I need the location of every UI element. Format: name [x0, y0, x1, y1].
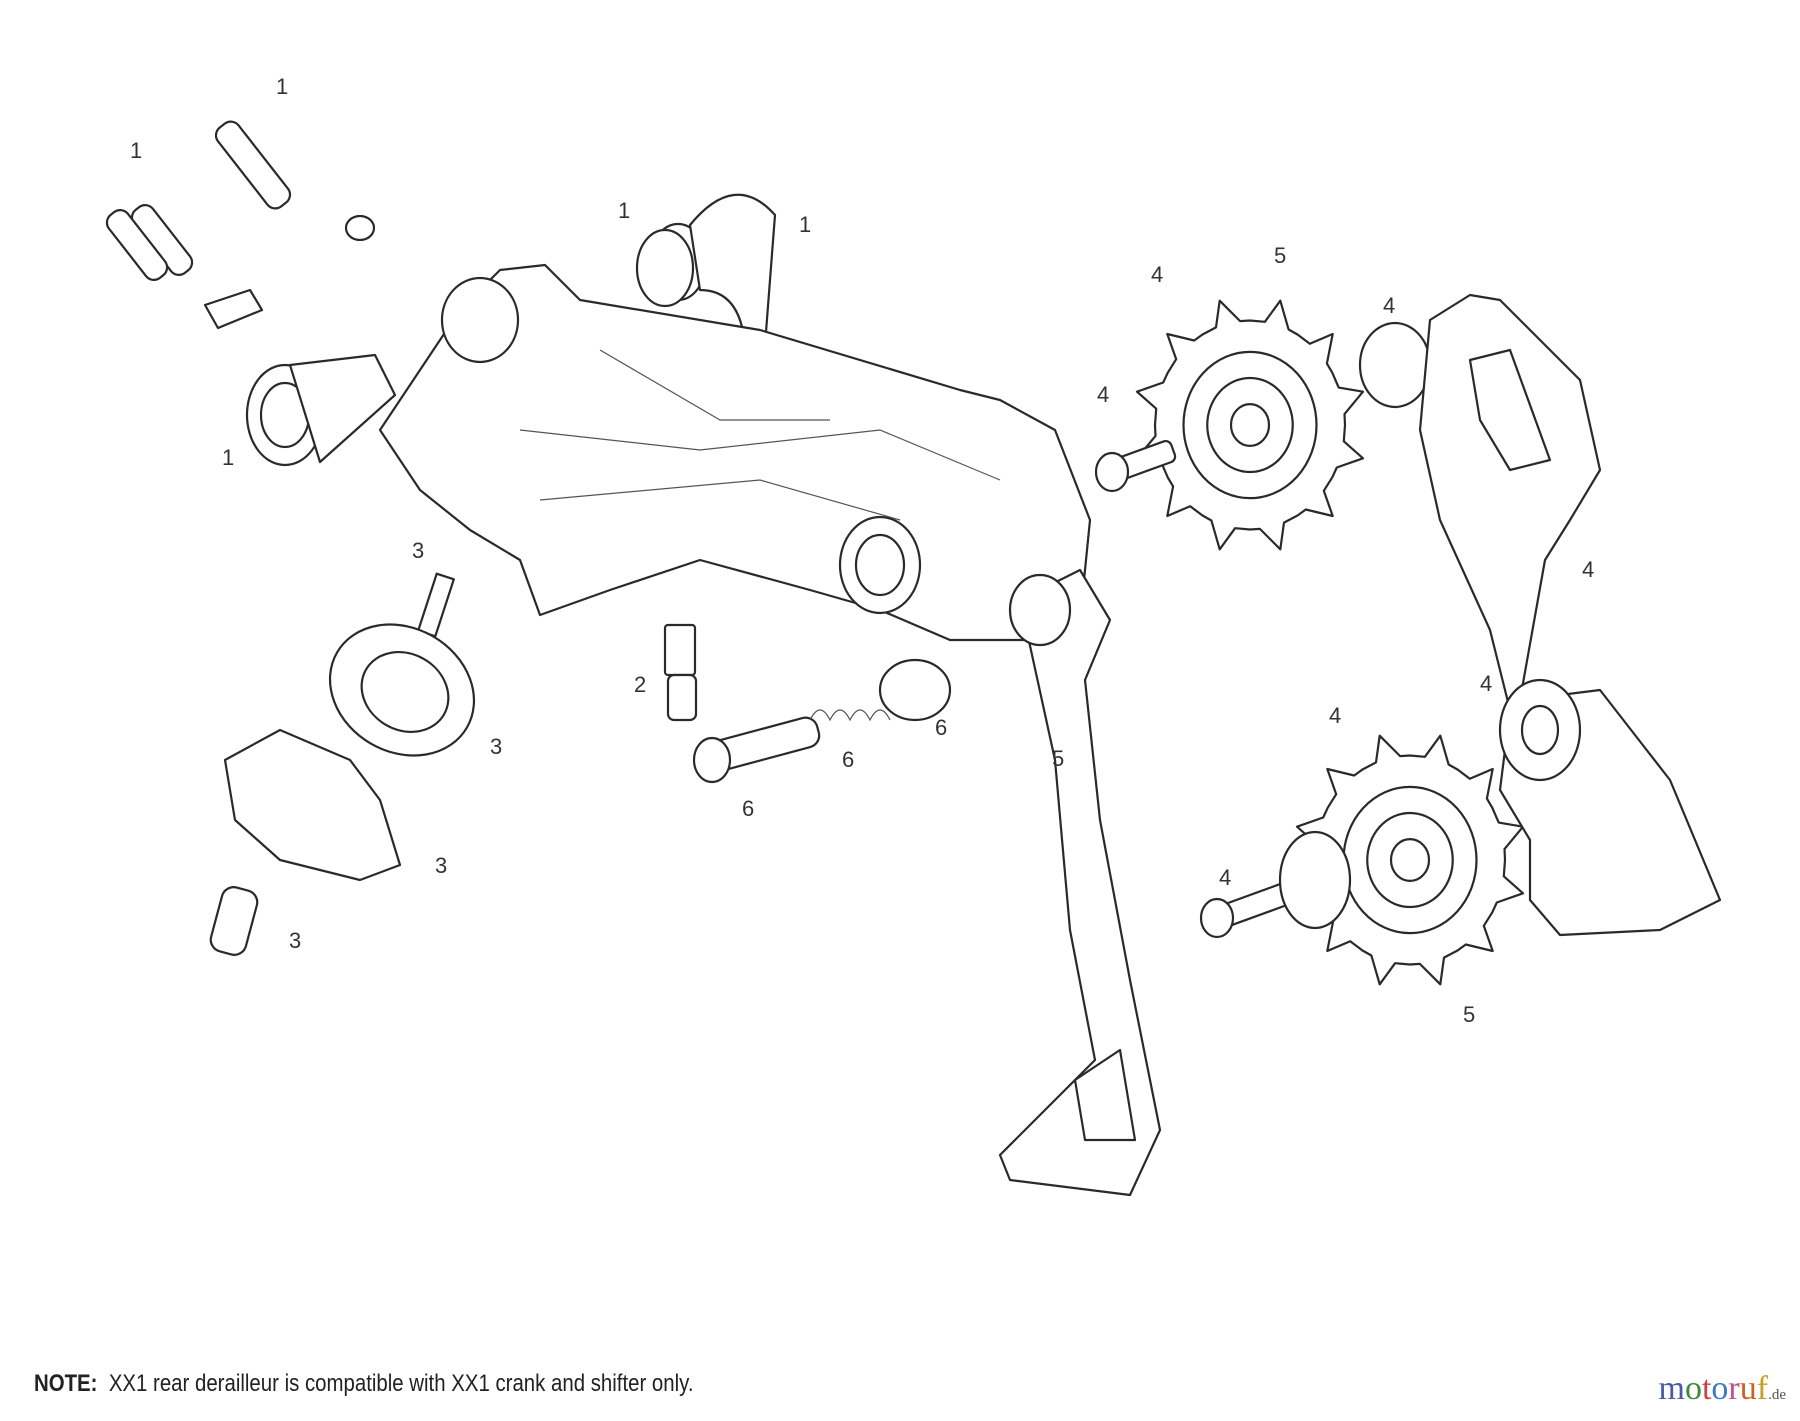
callout-label: 3 — [490, 734, 502, 759]
logo-letter: o — [1711, 1370, 1729, 1407]
logo-tld: .de — [1768, 1387, 1786, 1403]
callout-label: 4 — [1582, 557, 1594, 582]
callout-label: 4 — [1151, 262, 1163, 287]
callout-label: 3 — [435, 853, 447, 878]
logo-letter: f — [1756, 1370, 1769, 1407]
callout-label: 6 — [742, 796, 754, 821]
upper-pulley-wheel — [1135, 299, 1365, 551]
callout-label: 1 — [130, 138, 142, 163]
note-text: XX1 rear derailleur is compatible with X… — [108, 1370, 694, 1397]
callout-label: 1 — [222, 445, 234, 470]
logo-letter: r — [1728, 1370, 1740, 1407]
logo-letter: m — [1658, 1370, 1685, 1407]
b-tension-screw — [663, 623, 698, 722]
compatibility-note: NOTE: XX1 rear derailleur is compatible … — [34, 1370, 694, 1398]
callout-label: 3 — [412, 538, 424, 563]
logo-letter: t — [1701, 1370, 1712, 1407]
callout-label: 1 — [276, 74, 288, 99]
logo-letter: u — [1739, 1370, 1757, 1407]
callout-label: 4 — [1480, 671, 1492, 696]
callout-labels: 1 1 1 1 1 3 3 3 3 2 6 6 6 5 5 5 4 4 4 4 4 4 4 — [130, 74, 1594, 1027]
callout-label: 4 — [1329, 703, 1341, 728]
outer-link-arm — [998, 568, 1162, 1197]
callout-label: 1 — [618, 198, 630, 223]
clutch-spring-pin — [692, 658, 952, 784]
cable-pulley-parts — [209, 572, 476, 956]
callout-label: 6 — [842, 747, 854, 772]
lower-pulley-wheel — [1295, 734, 1525, 986]
note-prefix: NOTE: — [34, 1370, 98, 1397]
logo-wordmark: motoruf — [1659, 1370, 1769, 1407]
pulley-bolts — [1094, 321, 1432, 939]
derailleur-body — [378, 263, 1092, 642]
callout-label: 4 — [1383, 293, 1395, 318]
o-rings — [635, 193, 777, 347]
pivot-bolt-top — [214, 120, 376, 242]
motoruf-logo[interactable]: motoruf.de — [1659, 1370, 1786, 1408]
callout-label: 5 — [1274, 243, 1286, 268]
callout-label: 5 — [1052, 746, 1064, 771]
callout-label: 2 — [634, 672, 646, 697]
callout-label: 5 — [1463, 1002, 1475, 1027]
callout-label: 4 — [1097, 382, 1109, 407]
pivot-bolts-pair — [105, 204, 264, 330]
callout-label: 3 — [289, 928, 301, 953]
b-knuckle-bushing — [245, 353, 397, 467]
callout-label: 4 — [1219, 865, 1231, 890]
callout-label: 1 — [799, 212, 811, 237]
callout-label: 6 — [935, 715, 947, 740]
inner-cage-plate — [1418, 293, 1722, 937]
logo-letter: o — [1684, 1370, 1702, 1407]
